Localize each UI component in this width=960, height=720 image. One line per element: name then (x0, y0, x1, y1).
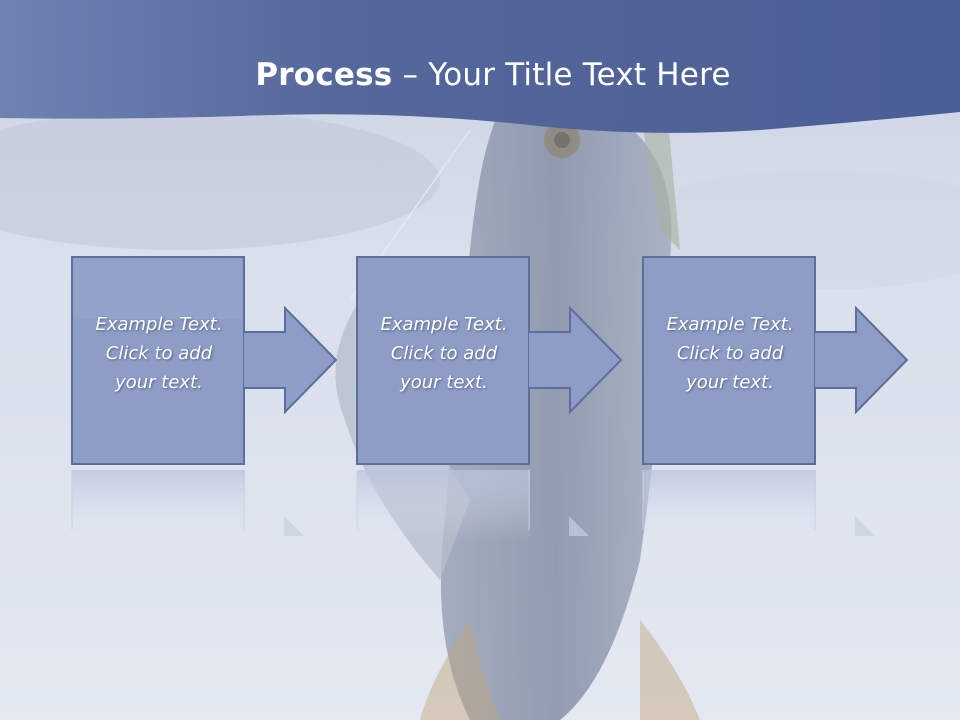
title-rest: – Your Title Text Here (392, 57, 731, 93)
process-box (71, 256, 245, 465)
arrow-right-icon (243, 306, 338, 414)
step-text-line: Example Text. (95, 314, 223, 335)
process-step-2[interactable]: Example Text. Click to add your text. (356, 256, 532, 468)
box-reflection (71, 470, 245, 540)
step-text-line: Example Text. (380, 314, 508, 335)
process-step-3[interactable]: Example Text. Click to add your text. (642, 256, 818, 468)
arrow-reflection (284, 516, 304, 536)
step-text-line: your text. (686, 372, 774, 393)
arrow-reflection (569, 516, 589, 536)
header-band (0, 0, 960, 133)
arrow-reflection (855, 516, 875, 536)
step-text-line: Click to add (676, 343, 784, 364)
step-text-line: your text. (115, 372, 203, 393)
step-text-line: your text. (400, 372, 488, 393)
process-box (356, 256, 530, 465)
step-text: Example Text. Click to add your text. (642, 310, 818, 397)
step-text-line: Click to add (105, 343, 213, 364)
slide-title[interactable]: Process – Your Title Text Here (0, 52, 960, 98)
title-bold: Process (255, 57, 393, 93)
step-text-line: Example Text. (666, 314, 794, 335)
arrow-right-icon (528, 306, 623, 414)
step-text: Example Text. Click to add your text. (356, 310, 532, 397)
arrow-right-icon (814, 306, 909, 414)
process-box (642, 256, 816, 465)
step-text-line: Click to add (390, 343, 498, 364)
process-step-1[interactable]: Example Text. Click to add your text. (71, 256, 247, 468)
box-reflection (642, 470, 816, 540)
box-reflection (356, 470, 530, 540)
step-text: Example Text. Click to add your text. (71, 310, 247, 397)
